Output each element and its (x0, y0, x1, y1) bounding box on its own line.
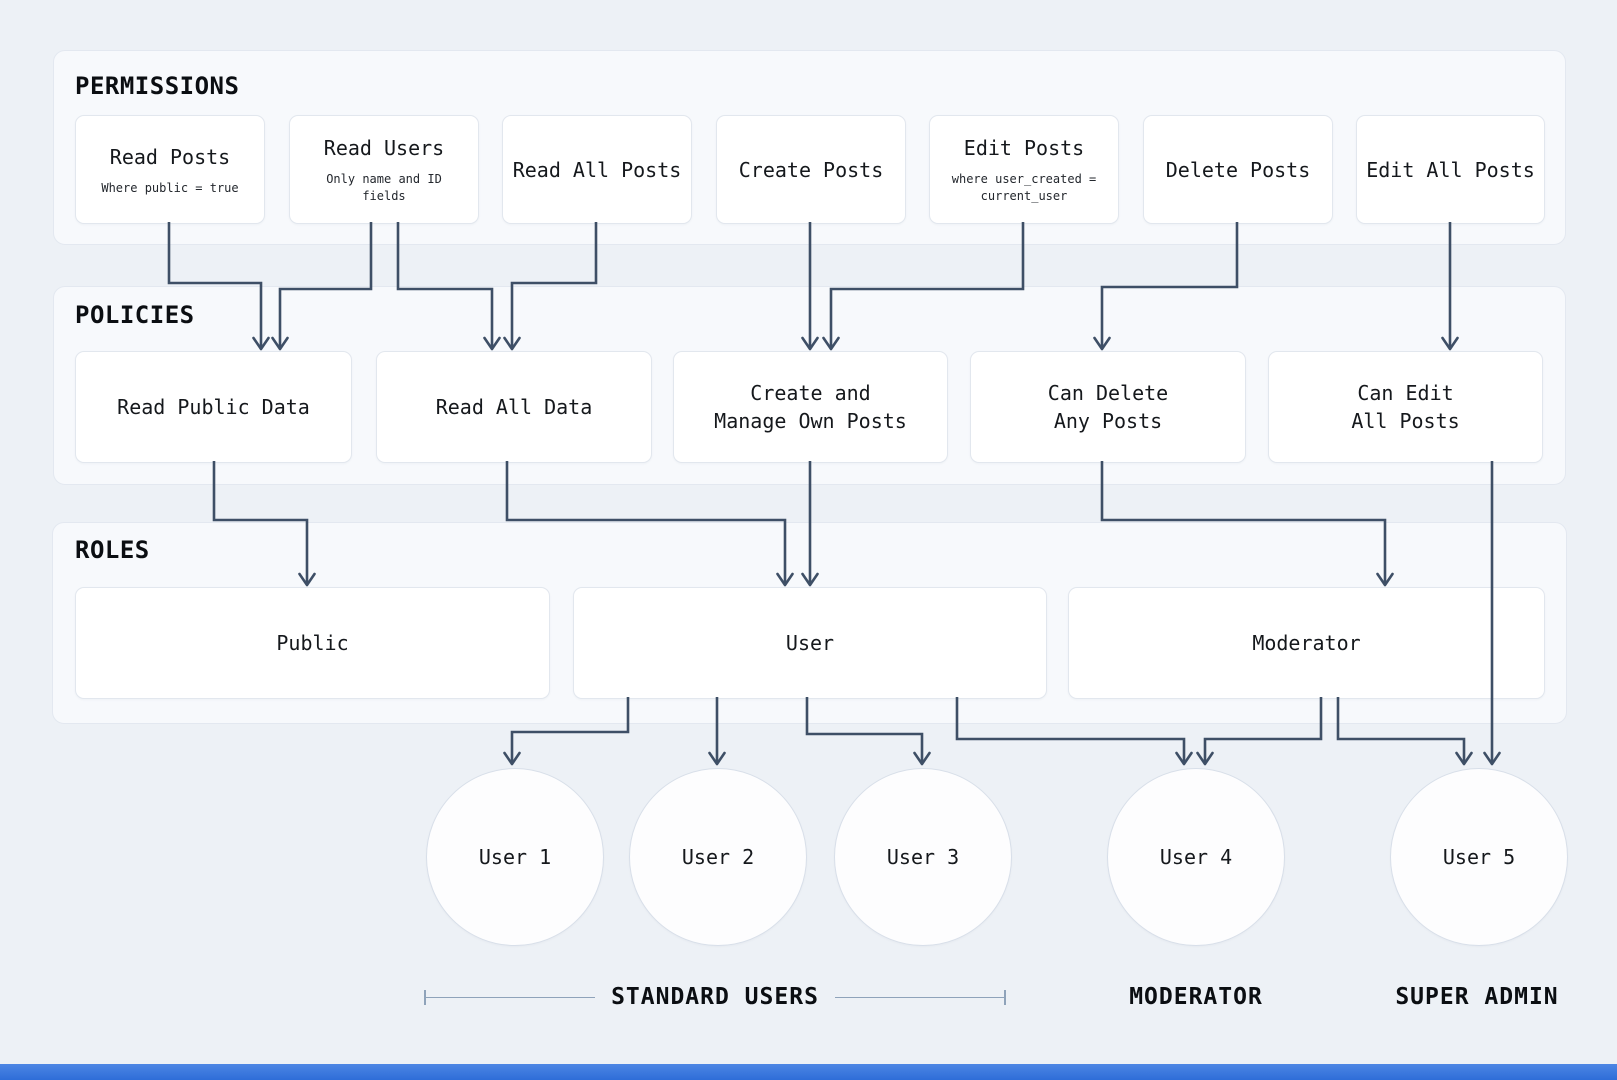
bracket-line-right (834, 996, 1004, 998)
group-label-text: MODERATOR (1129, 984, 1263, 1010)
user-label: User 2 (681, 845, 755, 869)
user-circle-5: User 5 (1390, 768, 1568, 946)
permission-read-users: Read Users Only name and ID fields (289, 115, 479, 224)
policy-read-all-data: Read All Data (376, 351, 652, 463)
permission-delete-posts: Delete Posts (1143, 115, 1333, 224)
permission-create-posts: Create Posts (716, 115, 906, 224)
policies-title: POLICIES (75, 301, 195, 329)
node-title: Delete Posts (1165, 157, 1311, 182)
node-title: Edit Posts (963, 136, 1085, 160)
node-title: Create Posts (738, 157, 884, 182)
permission-read-posts: Read Posts Where public = true (75, 115, 265, 224)
node-title: Edit All Posts (1366, 157, 1535, 182)
roles-title: ROLES (75, 536, 150, 564)
group-label-text: STANDARD USERS (611, 984, 819, 1010)
user-label: User 5 (1442, 845, 1516, 869)
node-title-line2: All Posts (1351, 409, 1460, 433)
node-title: Read Posts (109, 144, 231, 169)
arrowhead-icon (913, 751, 931, 766)
node-title: Can Edit (1357, 381, 1454, 405)
permission-edit-posts: Edit Posts where user_created = current_… (929, 115, 1119, 224)
group-label-text: SUPER ADMIN (1395, 984, 1559, 1010)
node-subtitle: Only name and ID fields (326, 172, 442, 203)
arrowhead-icon (1483, 751, 1501, 766)
bracket-line-left (426, 996, 596, 998)
bracket-tick-right (1004, 989, 1006, 1005)
node-title-line2: Manage Own Posts (714, 409, 907, 433)
node-title: Read Public Data (117, 395, 310, 419)
user-circle-1: User 1 (426, 768, 604, 946)
arrowhead-icon (1175, 751, 1193, 766)
group-label-super-admin: SUPER ADMIN (1367, 983, 1587, 1011)
permissions-title: PERMISSIONS (75, 72, 240, 100)
node-title: Moderator (1252, 631, 1361, 655)
policy-create-manage-own-posts: Create and Manage Own Posts (673, 351, 948, 463)
permission-edit-all-posts: Edit All Posts (1356, 115, 1545, 224)
node-title: Create and (750, 381, 871, 405)
arrowhead-icon (1455, 751, 1473, 766)
user-circle-2: User 2 (629, 768, 807, 946)
node-title: Read Users (323, 136, 445, 160)
node-title: User (785, 631, 835, 655)
role-user: User (573, 587, 1047, 699)
policy-can-delete-any-posts: Can Delete Any Posts (970, 351, 1246, 463)
arrowhead-icon (503, 751, 521, 766)
node-title-line2: Any Posts (1053, 409, 1163, 433)
arrowhead-icon (708, 751, 726, 766)
user-label: User 1 (478, 845, 552, 869)
node-subtitle: where user_created = current_user (951, 172, 1097, 203)
group-label-standard-users: STANDARD USERS (424, 983, 1006, 1011)
user-label: User 4 (1159, 845, 1233, 869)
policy-read-public-data: Read Public Data (75, 351, 352, 463)
node-subtitle: Where public = true (101, 180, 239, 195)
user-circle-3: User 3 (834, 768, 1012, 946)
role-moderator: Moderator (1068, 587, 1545, 699)
user-label: User 3 (886, 845, 960, 869)
policy-can-edit-all-posts: Can Edit All Posts (1268, 351, 1543, 463)
node-title: Public (276, 631, 349, 655)
group-label-moderator: MODERATOR (1096, 983, 1296, 1011)
bracket-tick-left (424, 989, 426, 1005)
arrowhead-icon (1196, 751, 1214, 766)
user-circle-4: User 4 (1107, 768, 1285, 946)
role-public: Public (75, 587, 550, 699)
node-title: Read All Data (435, 395, 593, 419)
node-title: Can Delete (1047, 381, 1169, 405)
node-title: Read All Posts (512, 157, 682, 182)
bottom-accent-bar (0, 1064, 1617, 1080)
permission-read-all-posts: Read All Posts (502, 115, 692, 224)
